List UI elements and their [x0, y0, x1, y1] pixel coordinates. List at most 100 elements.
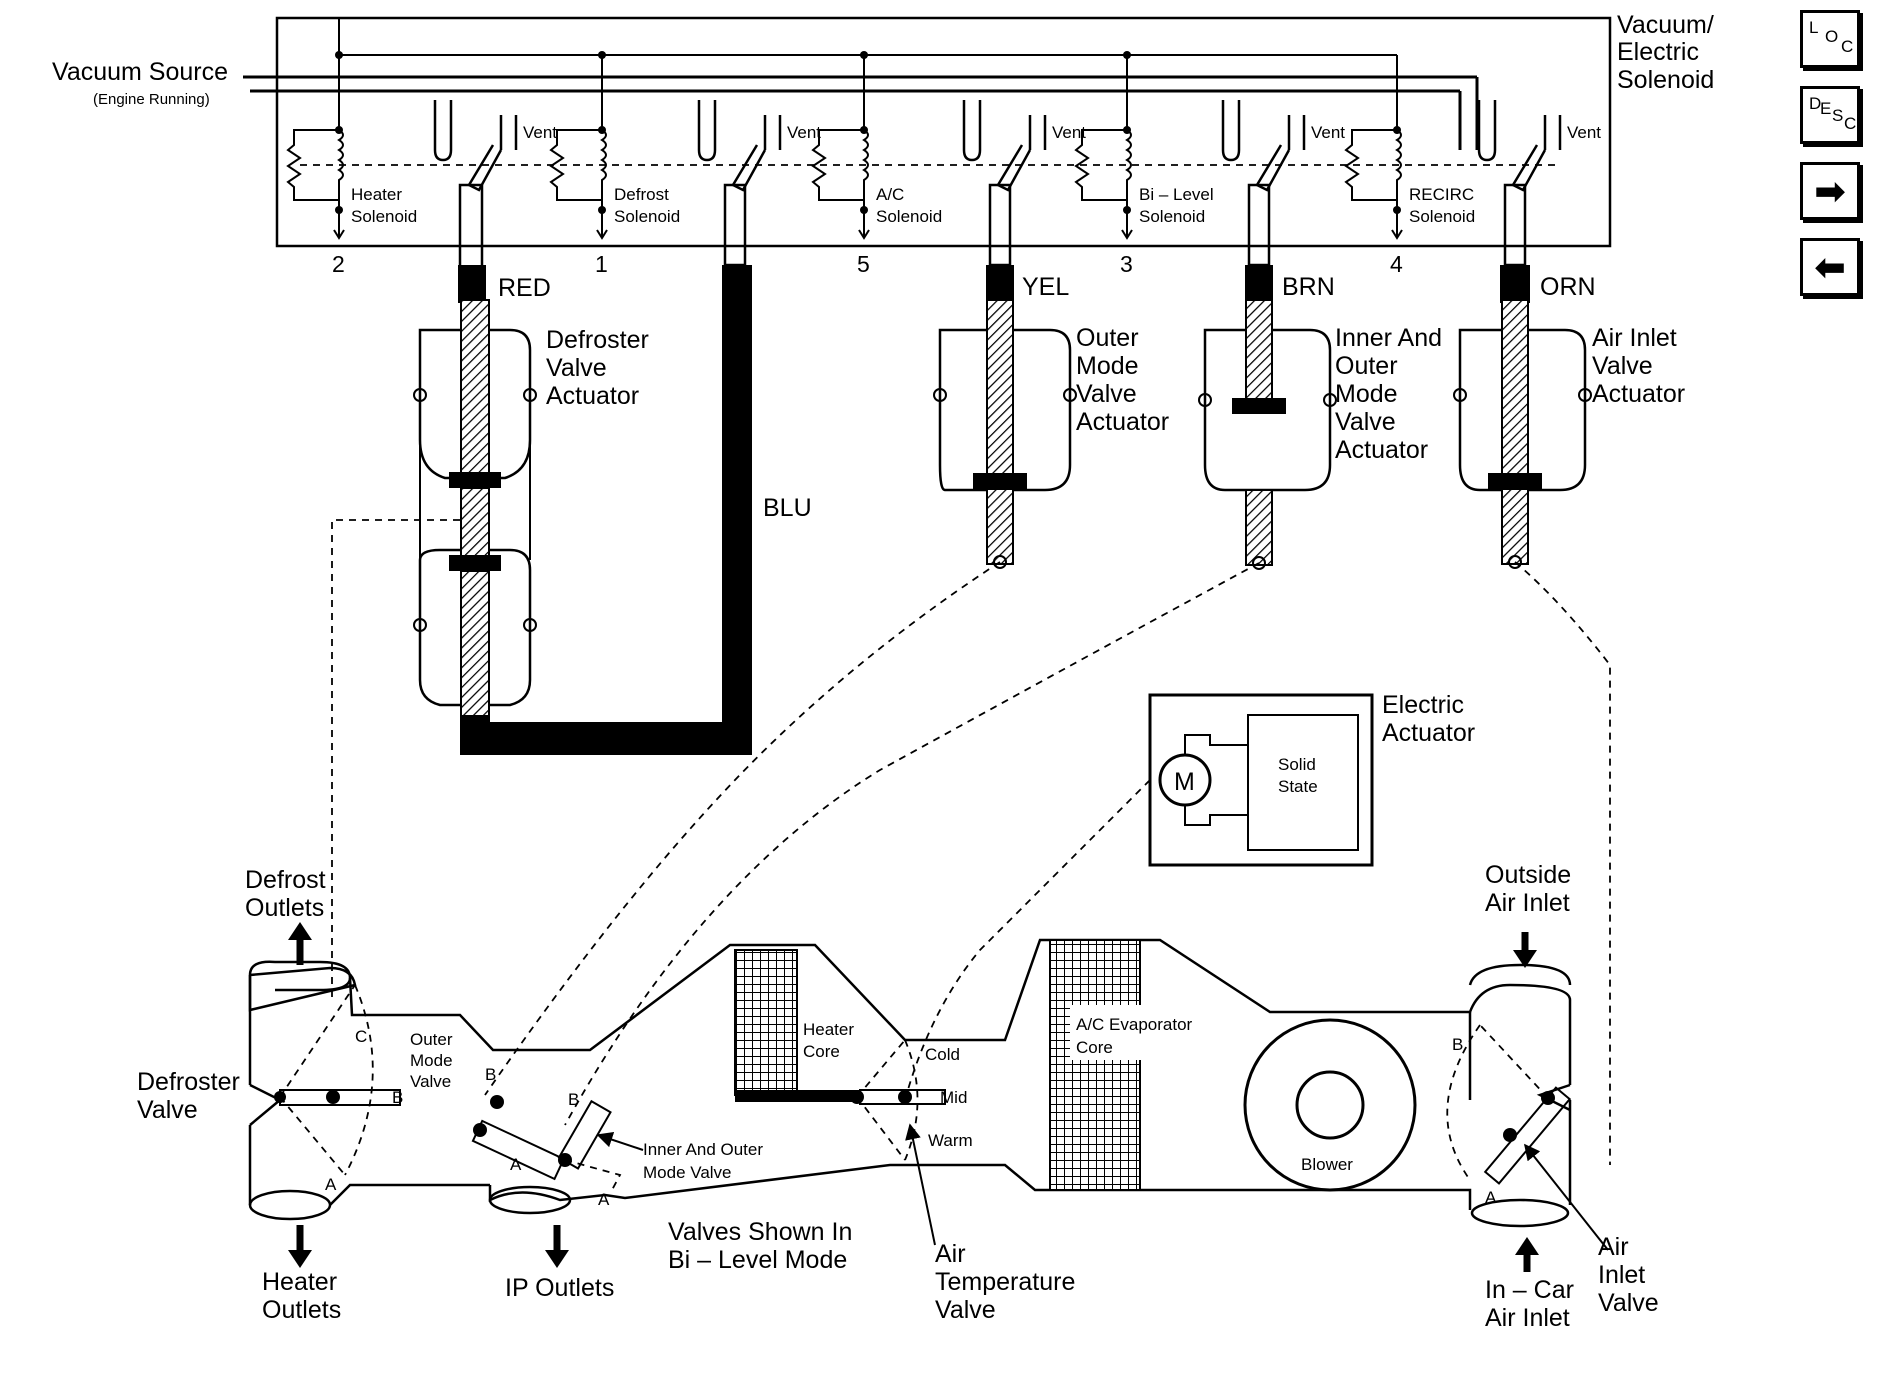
outer-mode-label-2: Mode	[1076, 352, 1139, 380]
outer-mode-label-3: Valve	[1076, 380, 1137, 408]
hose-blu-label: BLU	[763, 494, 812, 522]
engine-running-label: (Engine Running)	[93, 91, 210, 108]
heater-outlets-label-1: Heater	[262, 1268, 337, 1296]
arrow-left-icon: ⬅	[1814, 245, 1846, 289]
arrow-down-icon	[545, 1225, 569, 1268]
desc-letter-d: D	[1809, 94, 1822, 113]
inner-outer-valve-label-2: Mode Valve	[643, 1163, 732, 1182]
labels: Vacuum/ Electric Solenoid Vacuum Source …	[52, 11, 1714, 1332]
inner-outer-label-2: Outer	[1335, 352, 1398, 380]
vent-label: Vent	[1311, 123, 1345, 142]
outer-mode-pos-b: B	[485, 1065, 496, 1084]
desc-letter-s: S	[1832, 106, 1844, 125]
defroster-valve-actuator	[413, 299, 537, 717]
panel-title-1: Vacuum/	[1617, 11, 1714, 39]
motor-label: M	[1174, 768, 1195, 796]
outer-mode-valve-label-2: Mode	[410, 1051, 453, 1070]
desc-button[interactable]: D E S C	[1800, 86, 1860, 144]
vent-valve: Vent	[1477, 100, 1601, 192]
cold-label: Cold	[925, 1045, 960, 1064]
outside-air-inlet-label-2: Air Inlet	[1485, 889, 1570, 917]
inner-outer-label-4: Valve	[1335, 408, 1396, 436]
hose-red-label: RED	[498, 274, 551, 302]
outer-mode-label-4: Actuator	[1076, 408, 1169, 436]
heater-outlets-label-2: Outlets	[262, 1296, 341, 1324]
air-inlet-pos-b: B	[1452, 1035, 1463, 1054]
next-button[interactable]: ➡	[1800, 162, 1860, 220]
inner-outer-label-3: Mode	[1335, 380, 1398, 408]
panel-title-2: Electric	[1617, 38, 1699, 66]
defrost-outlets-label-2: Outlets	[245, 894, 324, 922]
air-inlet-actuator-label-2: Valve	[1592, 352, 1653, 380]
air-inlet-valve-label-2: Inlet	[1598, 1261, 1645, 1289]
solenoid-label-1: RECIRC	[1409, 185, 1474, 204]
air-temp-valve-label-2: Temperature	[935, 1268, 1075, 1296]
loc-letter-o: O	[1825, 27, 1839, 46]
solenoid-pin-number: 1	[595, 251, 608, 277]
air-inlet-actuator-label-3: Actuator	[1592, 380, 1685, 408]
inner-outer-pos-a: A	[598, 1190, 610, 1209]
solid-state-label-1: Solid	[1278, 755, 1316, 774]
loc-button[interactable]: L O C	[1800, 10, 1860, 68]
valves-shown-label-1: Valves Shown In	[668, 1218, 852, 1246]
solenoid-group: HeaterSolenoid2VentDefrostSolenoid1VentA…	[286, 100, 1601, 277]
evap-core-label-1: A/C Evaporator	[1076, 1015, 1193, 1034]
vent-valve: Vent	[1221, 100, 1345, 192]
defrost-outlets-label-1: Defrost	[245, 866, 326, 894]
hose-orn-label: ORN	[1540, 273, 1596, 301]
solenoid-label-2: Solenoid	[876, 207, 942, 226]
defroster-pos-b: B	[392, 1088, 403, 1107]
solenoid-pin-number: 2	[332, 251, 345, 277]
solenoid-label-2: Solenoid	[351, 207, 417, 226]
loc-letter-l: L	[1809, 18, 1819, 37]
valves-shown-label-2: Bi – Level Mode	[668, 1246, 847, 1274]
outside-air-inlet-label-1: Outside	[1485, 861, 1571, 889]
solenoid-label-1: Defrost	[614, 185, 669, 204]
outer-mode-valve-label-3: Valve	[410, 1072, 451, 1091]
vent-label: Vent	[523, 123, 557, 142]
heater-core-label-1: Heater	[803, 1020, 854, 1039]
inner-outer-mode-valve-actuator	[1198, 299, 1337, 570]
solenoid-pin-number: 3	[1120, 251, 1133, 277]
solenoid-label-1: A/C	[876, 185, 904, 204]
hvac-case	[248, 922, 1609, 1272]
ip-outlets-label: IP Outlets	[505, 1274, 614, 1302]
solenoid-label-2: Solenoid	[1139, 207, 1205, 226]
solenoid-label-1: Heater	[351, 185, 402, 204]
solenoid-label-1: Bi – Level	[1139, 185, 1214, 204]
inner-outer-label-5: Actuator	[1335, 436, 1428, 464]
arrow-down-icon	[288, 1225, 312, 1268]
arrow-up-icon	[1515, 1237, 1539, 1272]
warm-label: Warm	[928, 1131, 973, 1150]
air-temp-valve-label-1: Air	[935, 1240, 966, 1268]
air-inlet-actuator-label-1: Air Inlet	[1592, 324, 1677, 352]
air-inlet-pos-a: A	[1485, 1188, 1497, 1207]
arrow-down-icon	[1513, 932, 1537, 968]
arrow-up-icon	[288, 922, 312, 965]
vent-valve: Vent	[433, 100, 557, 192]
evap-core-label-2: Core	[1076, 1038, 1113, 1057]
air-inlet-valve-label-1: Air	[1598, 1233, 1629, 1261]
desc-letter-e: E	[1820, 99, 1832, 118]
solid-state-label-2: State	[1278, 777, 1318, 796]
air-temp-valve-label-3: Valve	[935, 1296, 996, 1324]
solenoid-pin-number: 5	[857, 251, 870, 277]
vent-valve: Vent	[697, 100, 821, 192]
prev-button[interactable]: ⬅	[1800, 238, 1860, 296]
electric-actuator-label-1: Electric	[1382, 691, 1464, 719]
air-inlet-valve-actuator	[1453, 299, 1592, 569]
defroster-pos-a: A	[325, 1175, 337, 1194]
outer-mode-valve-label-1: Outer	[410, 1030, 453, 1049]
vacuum-source-label: Vacuum Source	[52, 58, 228, 86]
mid-label: Mid	[940, 1088, 967, 1107]
inner-outer-label-1: Inner And	[1335, 324, 1442, 352]
in-car-air-inlet-label-2: Air Inlet	[1485, 1304, 1570, 1332]
inner-outer-valve-label-1: Inner And Outer	[643, 1140, 763, 1159]
blower-label: Blower	[1301, 1155, 1353, 1174]
defroster-actuator-label-2: Valve	[546, 354, 607, 382]
hoses	[458, 183, 1530, 755]
